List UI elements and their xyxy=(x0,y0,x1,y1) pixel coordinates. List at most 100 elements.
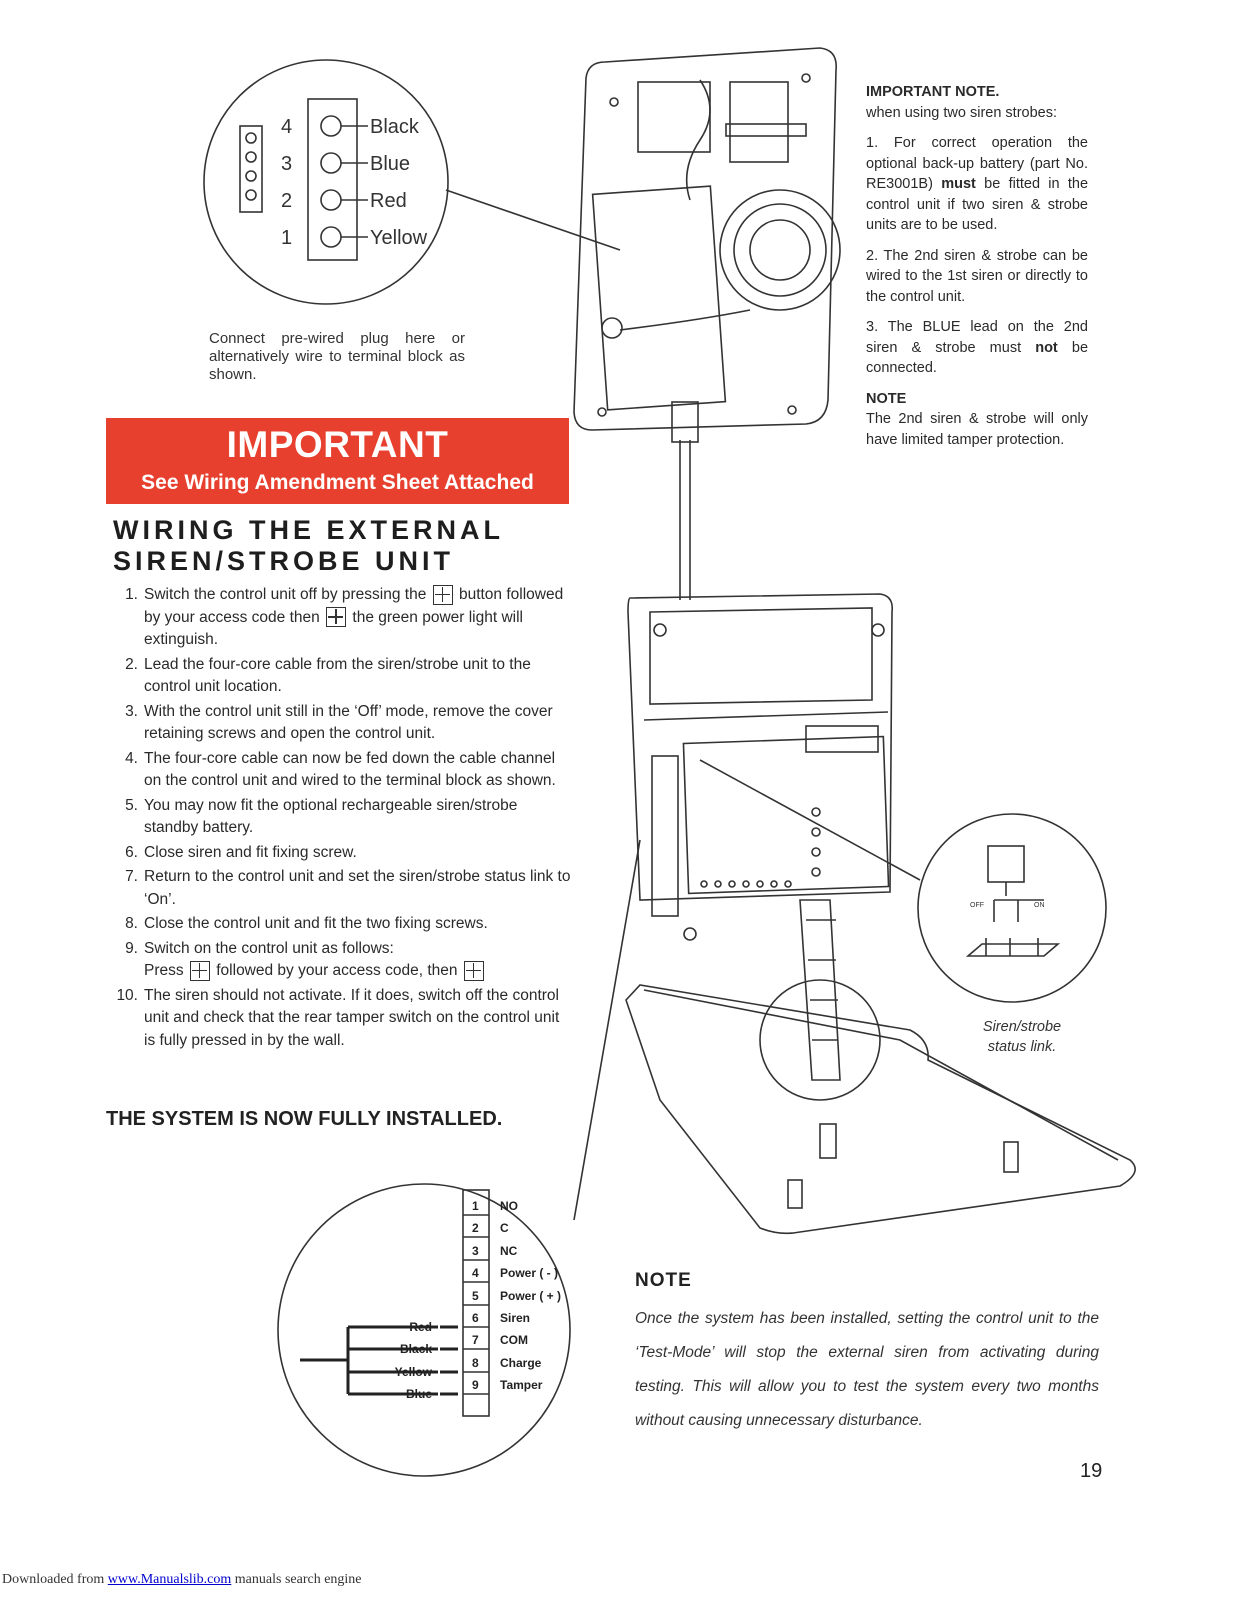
note-paragraph-2: 2. The 2nd siren & strobe can be wired t… xyxy=(866,247,1088,305)
plug-num-2: 2 xyxy=(281,190,292,212)
step-number: 4. xyxy=(125,749,138,767)
terminal-label: Tamper xyxy=(500,1378,543,1392)
plug-detail-circle xyxy=(203,59,449,305)
step-item: 4. The four-core cable can now be fed dow… xyxy=(106,748,572,793)
step-text: Close siren and fit fixing screw. xyxy=(144,843,357,861)
step-number: 1. xyxy=(125,586,138,603)
status-on-label: ON xyxy=(1034,902,1045,909)
plug-wire-red: Red xyxy=(370,190,407,212)
step-text: Return to the control unit and set the s… xyxy=(144,868,571,908)
terminal-detail-circle xyxy=(277,1183,571,1477)
step-text: button followed by your access code then xyxy=(144,586,564,626)
page-number: 19 xyxy=(1080,1460,1103,1482)
step-item: 3. With the control unit still in the ‘Of… xyxy=(106,701,572,746)
wire-label-black: Black xyxy=(400,1342,432,1356)
plug-terminal-block xyxy=(307,98,358,261)
step-number: 3. xyxy=(125,702,138,720)
wire-label-red: Red xyxy=(409,1320,432,1334)
step-number: 9. xyxy=(125,939,138,957)
note-subtext: The 2nd siren & strobe will only have li… xyxy=(866,411,1088,448)
cable-bundle xyxy=(300,1325,458,1396)
step-number: 6. xyxy=(125,843,138,861)
terminal-label: NC xyxy=(500,1244,518,1258)
plug-wire-yellow: Yellow xyxy=(370,227,428,249)
footer-prefix: Downloaded from xyxy=(2,1572,105,1587)
terminal-label: Power ( + ) xyxy=(500,1289,561,1303)
step-number: 5. xyxy=(125,796,138,814)
terminal-label: NO xyxy=(500,1199,518,1213)
control-unit xyxy=(625,593,1136,1235)
step-item: 5. You may now fit the optional rechargea… xyxy=(106,795,572,840)
plug-caption: Connect pre-wired plug here or alternati… xyxy=(209,330,465,383)
terminal-num: 6 xyxy=(472,1311,479,1325)
important-banner: IMPORTANT See Wiring Amendment Sheet Att… xyxy=(106,418,569,504)
footer-suffix: manuals search engine xyxy=(234,1572,362,1587)
installation-steps: 1. Switch the control unit off by pressi… xyxy=(106,584,572,1054)
plug-body xyxy=(239,125,263,213)
note-paragraph-1: 1. For correct operation the optional ba… xyxy=(866,135,1089,233)
terminal-block xyxy=(462,1189,490,1417)
plug-num-3: 3 xyxy=(281,153,292,175)
step-text: You may now fit the optional rechargeabl… xyxy=(144,796,518,837)
important-subtitle: See Wiring Amendment Sheet Attached xyxy=(141,471,534,494)
installed-statement: THE SYSTEM IS NOW FULLY INSTALLED. xyxy=(106,1108,503,1130)
plug-num-1: 1 xyxy=(281,227,292,249)
note-subtitle: NOTE xyxy=(866,390,907,407)
step-item: 10.The siren should not activate. If it … xyxy=(106,985,572,1053)
terminal-num: 7 xyxy=(472,1333,479,1347)
step-text: Press xyxy=(144,962,184,979)
download-footer: Downloaded from www.Manualslib.com manua… xyxy=(2,1572,362,1588)
bottom-note-text: Once the system has been installed, sett… xyxy=(635,1310,1099,1429)
wire-label-blue: Blue xyxy=(406,1387,432,1401)
step-text: Switch the control unit off by pressing … xyxy=(144,586,427,603)
wire-label-yellow: Yellow xyxy=(395,1365,433,1379)
important-title: IMPORTANT xyxy=(226,424,449,465)
plug-leader-line xyxy=(445,189,621,251)
step-number: 7. xyxy=(125,868,138,885)
plug-wire-blue: Blue xyxy=(370,153,410,175)
plug-wire-black: Black xyxy=(370,116,420,138)
step-item: 8. Close the control unit and fit the two… xyxy=(106,913,572,936)
note-title: IMPORTANT NOTE. xyxy=(866,84,1000,100)
terminal-num: 9 xyxy=(472,1378,479,1392)
step-text: the green power light will extinguish. xyxy=(144,608,523,649)
note-paragraph-3: 3. The BLUE lead on the 2nd siren & stro… xyxy=(866,319,1089,376)
keypad-icon xyxy=(189,960,210,981)
important-note: IMPORTANT NOTE. when using two siren str… xyxy=(866,82,1088,460)
step-text: Lead the four-core cable from the siren/… xyxy=(144,655,531,696)
step-text: With the control unit still in the ‘Off’… xyxy=(144,702,553,743)
step-text: The four-core cable can now be fed down … xyxy=(144,749,556,790)
step-text: followed by your access code, then xyxy=(216,962,458,979)
step-text: Switch on the control unit as follows: xyxy=(144,939,394,957)
siren-backplate xyxy=(573,47,841,443)
terminal-num: 3 xyxy=(472,1244,479,1258)
step-number: 8. xyxy=(125,915,138,932)
terminal-num: 2 xyxy=(472,1221,479,1235)
terminal-label: COM xyxy=(500,1333,528,1347)
heading-line-1: WIRING THE EXTERNAL xyxy=(113,515,504,545)
terminal-num: 1 xyxy=(472,1199,479,1213)
step-item: 1. Switch the control unit off by pressi… xyxy=(106,584,572,652)
manualslib-link[interactable]: www.Manualslib.com xyxy=(107,1572,232,1587)
terminal-label: Charge xyxy=(500,1356,542,1370)
step-item: 7. Return to the control unit and set the… xyxy=(106,866,572,911)
terminal-num: 4 xyxy=(472,1266,479,1280)
status-link-detail-circle xyxy=(917,813,1107,1003)
step-text: The siren should not activate. If it doe… xyxy=(144,986,560,1049)
terminal-label: Siren xyxy=(500,1311,530,1325)
keypad-icon xyxy=(432,584,453,605)
note-intro: when using two siren strobes: xyxy=(866,104,1058,121)
keypad-icon xyxy=(463,960,484,981)
keypad-icon xyxy=(326,607,347,628)
step-item: 6. Close siren and fit fixing screw. xyxy=(106,842,572,865)
terminal-num: 5 xyxy=(472,1289,479,1303)
step-text: Close the control unit and fit the two f… xyxy=(144,915,488,932)
heading-line-2: SIREN/STROBE UNIT xyxy=(113,546,455,576)
status-off-label: OFF xyxy=(970,902,984,909)
terminal-label: C xyxy=(500,1221,509,1235)
step-item: 9. Switch on the control unit as follows… xyxy=(106,938,572,983)
bottom-note-title: NOTE xyxy=(635,1270,692,1291)
terminal-num: 8 xyxy=(472,1356,479,1370)
plug-num-4: 4 xyxy=(281,116,292,138)
